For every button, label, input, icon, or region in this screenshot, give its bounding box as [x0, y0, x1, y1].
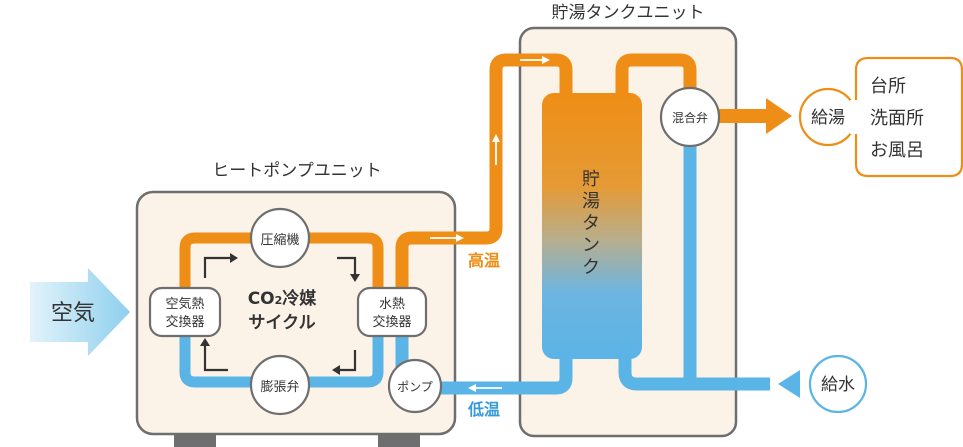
destinations-box: 台所 洗面所 お風呂	[850, 56, 963, 178]
svg-text:空気熱: 空気熱	[165, 296, 204, 312]
hot-output-arrowhead	[766, 98, 792, 134]
svg-text:湯: 湯	[582, 191, 600, 212]
svg-text:台所: 台所	[870, 76, 906, 97]
svg-text:混合弁: 混合弁	[672, 110, 708, 125]
refrigerant-cycle-label: CO2冷媒 サイクル	[248, 288, 318, 333]
svg-text:給水: 給水	[821, 375, 855, 395]
svg-text:膨張弁: 膨張弁	[260, 380, 299, 395]
svg-text:交換器: 交換器	[165, 314, 204, 330]
svg-text:洗面所: 洗面所	[870, 108, 924, 129]
water-supply-arrowhead	[778, 370, 800, 398]
cycle-arrowheads	[200, 253, 360, 375]
pump: ポンプ	[387, 358, 443, 414]
heat-pump-foot-left	[174, 434, 216, 447]
tank-unit-title: 貯湯タンクユニット	[552, 3, 705, 23]
svg-text:貯: 貯	[582, 169, 600, 190]
svg-text:CO2冷媒: CO2冷媒	[248, 288, 318, 309]
hot-water-supply: 給湯	[798, 87, 858, 147]
cold-pipe-to-tank	[618, 345, 770, 391]
svg-text:タ: タ	[582, 213, 600, 234]
svg-text:サイクル: サイクル	[248, 313, 315, 333]
svg-text:お風呂: お風呂	[870, 140, 924, 161]
svg-text:ン: ン	[582, 235, 600, 256]
mixing-valve: 混合弁	[659, 86, 721, 148]
heat-pump-unit-title: ヒートポンプユニット	[212, 161, 382, 181]
air-heat-exchanger: 空気熱 交換器	[148, 286, 222, 338]
svg-text:圧縮機: 圧縮機	[260, 232, 299, 248]
expansion-valve: 膨張弁	[249, 354, 311, 416]
air-arrow	[30, 268, 130, 356]
hot-water-tank	[542, 93, 642, 359]
svg-text:ポンプ: ポンプ	[397, 380, 433, 394]
svg-text:給湯: 給湯	[811, 108, 845, 128]
svg-text:ク: ク	[582, 257, 600, 278]
low-temp-label: 低温	[467, 400, 500, 419]
high-temp-label: 高温	[468, 251, 500, 270]
hot-output-pipe	[718, 109, 766, 123]
heat-pump-foot-right	[378, 434, 420, 447]
svg-text:交換器: 交換器	[372, 314, 411, 330]
water-supply: 給水	[808, 354, 868, 414]
hot-pipe-to-mixer	[615, 53, 697, 96]
svg-text:水熱: 水熱	[379, 297, 405, 312]
water-heat-exchanger: 水熱 交換器	[356, 286, 428, 338]
cycle-arrows	[203, 256, 357, 372]
air-label: 空気	[51, 301, 95, 326]
tank-label: 貯 湯 タ ン ク	[582, 169, 600, 278]
compressor: 圧縮機	[249, 207, 311, 269]
